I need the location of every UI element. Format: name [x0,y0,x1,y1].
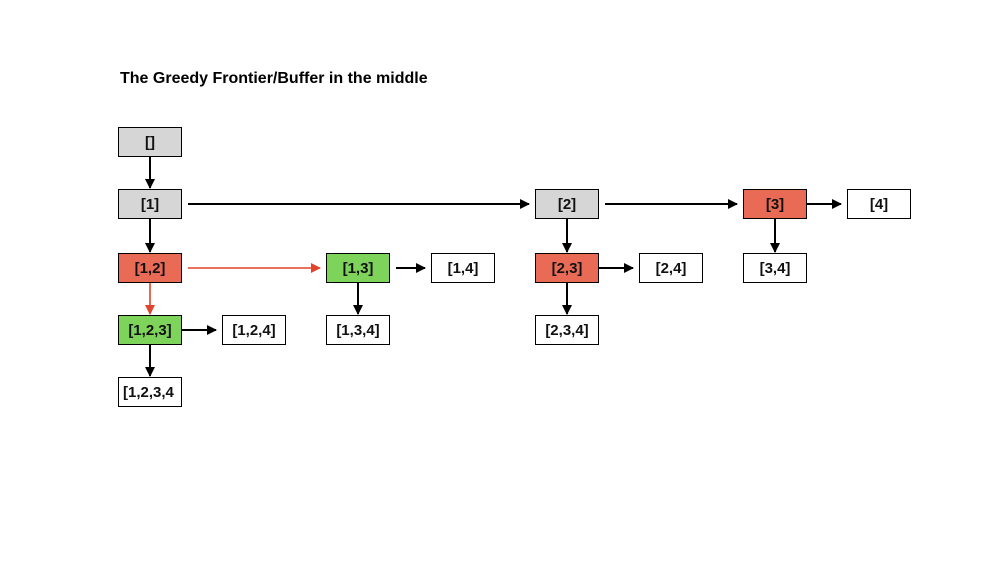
node-2-3-4: [2,3,4] [535,315,599,345]
node-1-3: [1,3] [326,253,390,283]
node-1-2-4: [1,2,4] [222,315,286,345]
diagram-title: The Greedy Frontier/Buffer in the middle [120,70,428,87]
node-3: [3] [743,189,807,219]
node-1: [1] [118,189,182,219]
node-1-4: [1,4] [431,253,495,283]
node-3-4: [3,4] [743,253,807,283]
node-1-3-4: [1,3,4] [326,315,390,345]
node-2: [2] [535,189,599,219]
node-1-2: [1,2] [118,253,182,283]
node-1-2-3: [1,2,3] [118,315,182,345]
node-empty-set: [] [118,127,182,157]
node-4: [4] [847,189,911,219]
node-2-3: [2,3] [535,253,599,283]
node-1-2-3-4: [1,2,3,4 [118,377,182,407]
node-2-4: [2,4] [639,253,703,283]
edges-layer [145,157,842,377]
